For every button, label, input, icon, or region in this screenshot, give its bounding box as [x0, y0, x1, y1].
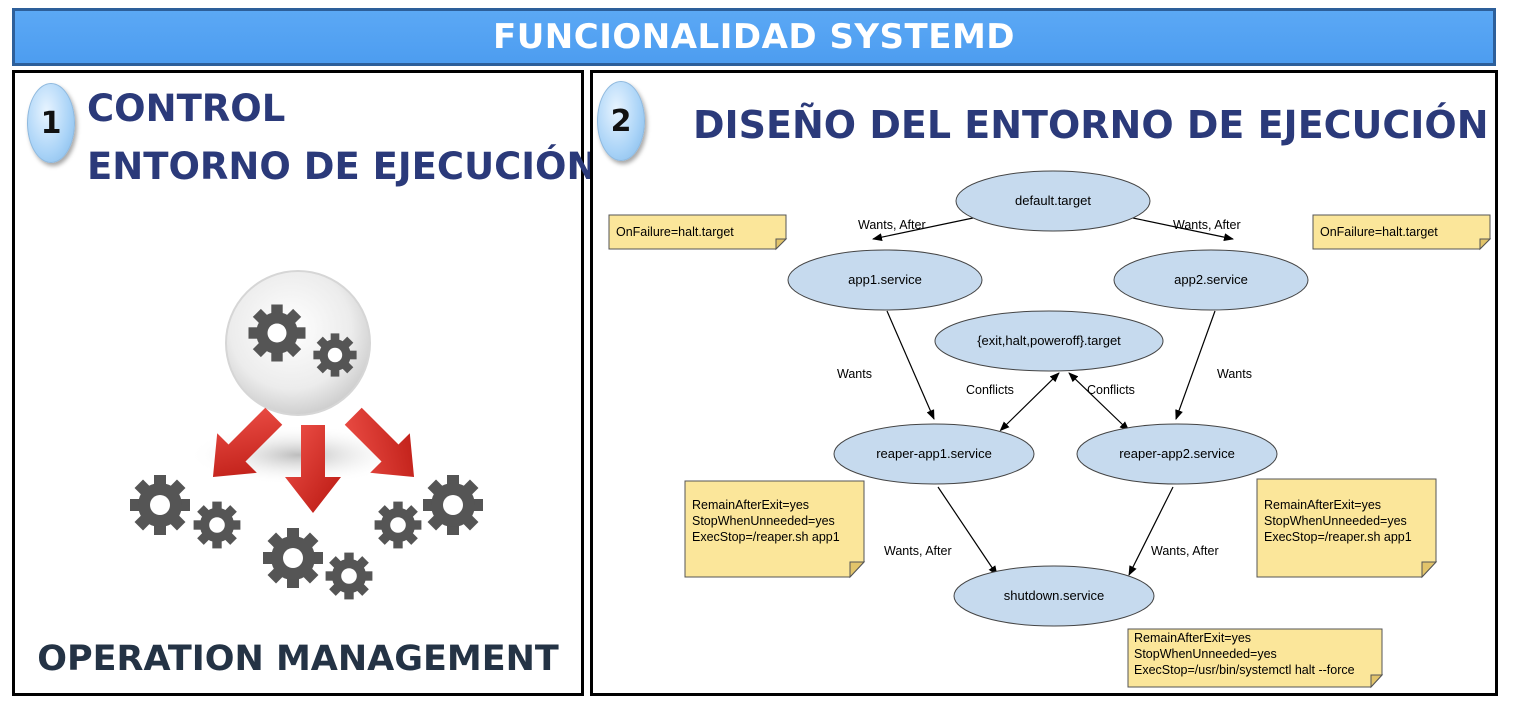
node-label: reaper-app1.service: [876, 446, 992, 461]
gears-distribution-icon: [130, 270, 483, 600]
gear-icon: [130, 475, 190, 535]
edge-label: Wants, After: [1151, 544, 1219, 558]
operation-management-caption: OPERATION MANAGEMENT: [37, 639, 559, 679]
edge-label: Conflicts: [966, 383, 1014, 397]
note-text: ExecStop=/usr/bin/systemctl halt --force: [1134, 663, 1355, 677]
control-title: CONTROL: [87, 87, 286, 130]
gear-icon: [325, 552, 373, 600]
note-text: RemainAfterExit=yes: [1264, 498, 1381, 512]
central-disc: [225, 270, 371, 416]
gear-icon: [313, 333, 357, 377]
header-banner: FUNCIONALIDAD SYSTEMD: [12, 8, 1496, 66]
arrow-down-icon: [285, 425, 341, 513]
note-text: ExecStop=/reaper.sh app1: [692, 530, 840, 544]
note-text: RemainAfterExit=yes: [692, 498, 809, 512]
arrow-down-right-icon: [344, 407, 415, 478]
edge-default-app1: [872, 217, 974, 242]
note-text: StopWhenUnneeded=yes: [692, 514, 835, 528]
step-badge-2: 2: [597, 81, 645, 161]
edge-reaper2-shutdown: [1128, 486, 1174, 576]
gear-icon: [423, 475, 483, 535]
gear-icon: [263, 528, 323, 588]
systemd-dependency-diagram: Wants, After Wants, After Wants Wants Co…: [608, 170, 1492, 689]
design-panel: 2 DISEÑO DEL ENTORNO DE EJECUCIÓN Wants,…: [590, 70, 1498, 696]
node-label: reaper-app2.service: [1119, 446, 1235, 461]
note-text: RemainAfterExit=yes: [1134, 631, 1251, 645]
step-badge-1: 1: [27, 83, 75, 163]
node-reaper-app2: [1076, 423, 1278, 485]
note-text: OnFailure=halt.target: [1320, 225, 1438, 239]
node-label: app2.service: [1174, 272, 1248, 287]
node-label: shutdown.service: [1004, 588, 1104, 603]
edge-label: Conflicts: [1087, 383, 1135, 397]
edge-label: Wants: [1217, 367, 1252, 381]
note-reaper1: [684, 480, 865, 578]
edge-conflicts-left: [999, 372, 1060, 432]
edge-conflicts-right: [1068, 372, 1130, 432]
note-text: StopWhenUnneeded=yes: [1134, 647, 1277, 661]
edge-label: Wants, After: [884, 544, 952, 558]
gear-icon: [193, 501, 241, 549]
note-text: StopWhenUnneeded=yes: [1264, 514, 1407, 528]
node-reaper-app1: [833, 423, 1035, 485]
node-exit-target: [934, 310, 1164, 372]
node-default-target: [955, 170, 1151, 232]
note-text: OnFailure=halt.target: [616, 225, 734, 239]
edge-reaper1-shutdown: [937, 486, 998, 576]
banner-title: FUNCIONALIDAD SYSTEMD: [492, 17, 1016, 57]
node-shutdown-service: [953, 565, 1155, 627]
edge-app1-reaper1: [886, 310, 935, 420]
design-title: DISEÑO DEL ENTORNO DE EJECUCIÓN: [693, 103, 1489, 147]
edge-label: Wants: [837, 367, 872, 381]
note-reaper2: [1256, 478, 1437, 578]
edge-app2-reaper2: [1175, 310, 1216, 420]
gear-icon: [248, 304, 306, 362]
node-app2-service: [1113, 249, 1309, 311]
node-label: {exit,halt,poweroff}.target: [977, 333, 1121, 348]
node-label: default.target: [1015, 193, 1091, 208]
edge-default-app2: [1132, 217, 1234, 242]
edge-label: Wants, After: [858, 218, 926, 232]
control-subtitle: ENTORNO DE EJECUCIÓN: [87, 145, 598, 188]
edge-label: Wants, After: [1173, 218, 1241, 232]
node-label: app1.service: [848, 272, 922, 287]
gear-icon: [374, 501, 422, 549]
note-text: ExecStop=/reaper.sh app1: [1264, 530, 1412, 544]
control-panel: 1 CONTROL ENTORNO DE EJECUCIÓN: [12, 70, 597, 696]
node-app1-service: [787, 249, 983, 311]
arrow-down-left-icon: [212, 407, 283, 478]
